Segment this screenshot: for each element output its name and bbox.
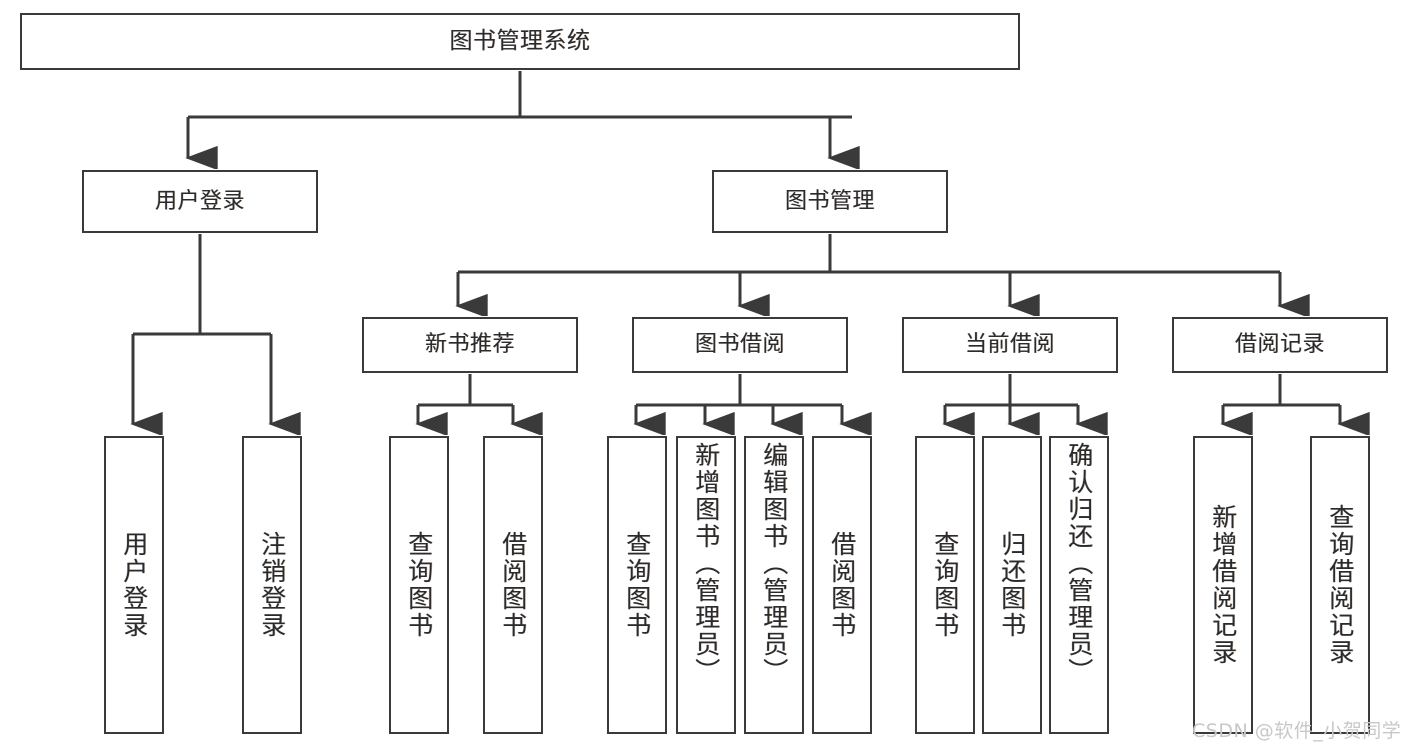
node-book-borrow[interactable]: 图书借阅 [632, 317, 848, 373]
node-current-borrow-label: 当前借阅 [964, 332, 1055, 358]
node-root-system[interactable]: 图书管理系统 [20, 13, 1020, 70]
node-borrow-record-label: 借阅记录 [1234, 332, 1325, 358]
leaf-record-query-record[interactable]: 查询借阅记录 [1310, 436, 1370, 734]
node-user-login-label: 用户登录 [154, 188, 245, 214]
node-book-management[interactable]: 图书管理 [712, 170, 948, 233]
leaf-user-login-login-label: 用户登录 [119, 531, 149, 639]
leaf-current-return-book[interactable]: 归还图书 [982, 436, 1042, 734]
leaf-borrow-edit-book-label: 编辑图书（管理员） [759, 442, 789, 685]
leaf-record-query-record-label: 查询借阅记录 [1325, 504, 1355, 666]
node-current-borrow[interactable]: 当前借阅 [902, 317, 1118, 373]
leaf-borrow-add-book[interactable]: 新增图书（管理员） [676, 436, 736, 734]
leaf-new-book-query[interactable]: 查询图书 [389, 436, 449, 734]
leaf-borrow-query-book[interactable]: 查询图书 [607, 436, 667, 734]
leaf-new-book-borrow-label: 借阅图书 [498, 531, 528, 639]
node-borrow-record[interactable]: 借阅记录 [1172, 317, 1388, 373]
leaf-new-book-borrow[interactable]: 借阅图书 [483, 436, 543, 734]
node-root-system-label: 图书管理系统 [449, 27, 591, 54]
leaf-new-book-query-label: 查询图书 [404, 531, 434, 639]
leaf-current-query-book-label: 查询图书 [930, 531, 960, 639]
leaf-borrow-add-book-label: 新增图书（管理员） [691, 442, 721, 685]
leaf-borrow-borrow-book-label: 借阅图书 [827, 531, 857, 639]
leaf-current-return-book-label: 归还图书 [997, 531, 1027, 639]
leaf-user-login-logout[interactable]: 注销登录 [242, 436, 302, 734]
leaf-current-confirm-return[interactable]: 确认归还（管理员） [1049, 436, 1109, 734]
leaf-borrow-borrow-book[interactable]: 借阅图书 [812, 436, 872, 734]
leaf-record-add-record-label: 新增借阅记录 [1208, 504, 1238, 666]
leaf-borrow-edit-book[interactable]: 编辑图书（管理员） [744, 436, 804, 734]
leaf-record-add-record[interactable]: 新增借阅记录 [1193, 436, 1253, 734]
leaf-current-query-book[interactable]: 查询图书 [915, 436, 975, 734]
leaf-user-login-logout-label: 注销登录 [257, 531, 287, 639]
node-book-management-label: 图书管理 [784, 188, 875, 214]
leaf-borrow-query-book-label: 查询图书 [622, 531, 652, 639]
leaf-current-confirm-return-label: 确认归还（管理员） [1064, 442, 1094, 685]
node-book-borrow-label: 图书借阅 [694, 332, 785, 358]
node-user-login[interactable]: 用户登录 [82, 170, 318, 233]
node-new-book-recommend[interactable]: 新书推荐 [362, 317, 578, 373]
leaf-user-login-login[interactable]: 用户登录 [104, 436, 164, 734]
node-new-book-recommend-label: 新书推荐 [424, 332, 515, 358]
